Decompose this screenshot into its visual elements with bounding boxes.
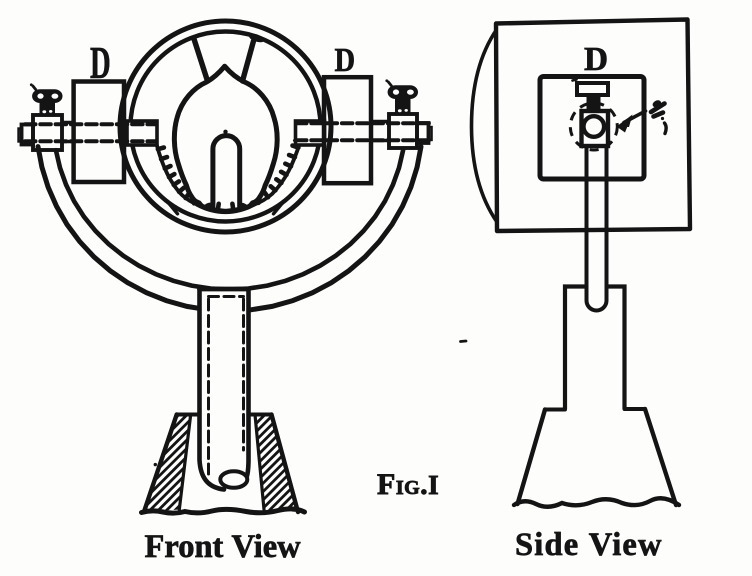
- svg-text:D: D: [584, 41, 608, 78]
- svg-text:Front View: Front View: [145, 529, 302, 565]
- svg-text:D: D: [90, 39, 111, 89]
- svg-text:D: D: [334, 41, 355, 79]
- svg-text:Side View: Side View: [515, 527, 663, 563]
